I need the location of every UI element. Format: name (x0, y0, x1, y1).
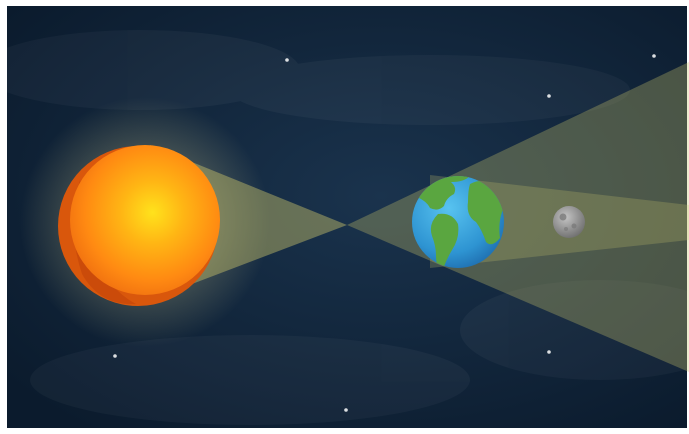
sun-cone-right (347, 62, 689, 372)
earth (412, 176, 504, 268)
star (652, 54, 656, 58)
continent-south-america (430, 213, 459, 268)
star (547, 350, 551, 354)
sun (58, 145, 220, 306)
stars (113, 54, 656, 412)
continent-africa (467, 180, 504, 245)
continent-north-cap (430, 176, 470, 183)
star (344, 408, 348, 412)
moon (553, 206, 585, 238)
star (113, 354, 117, 358)
star (547, 94, 551, 98)
star (285, 58, 289, 62)
